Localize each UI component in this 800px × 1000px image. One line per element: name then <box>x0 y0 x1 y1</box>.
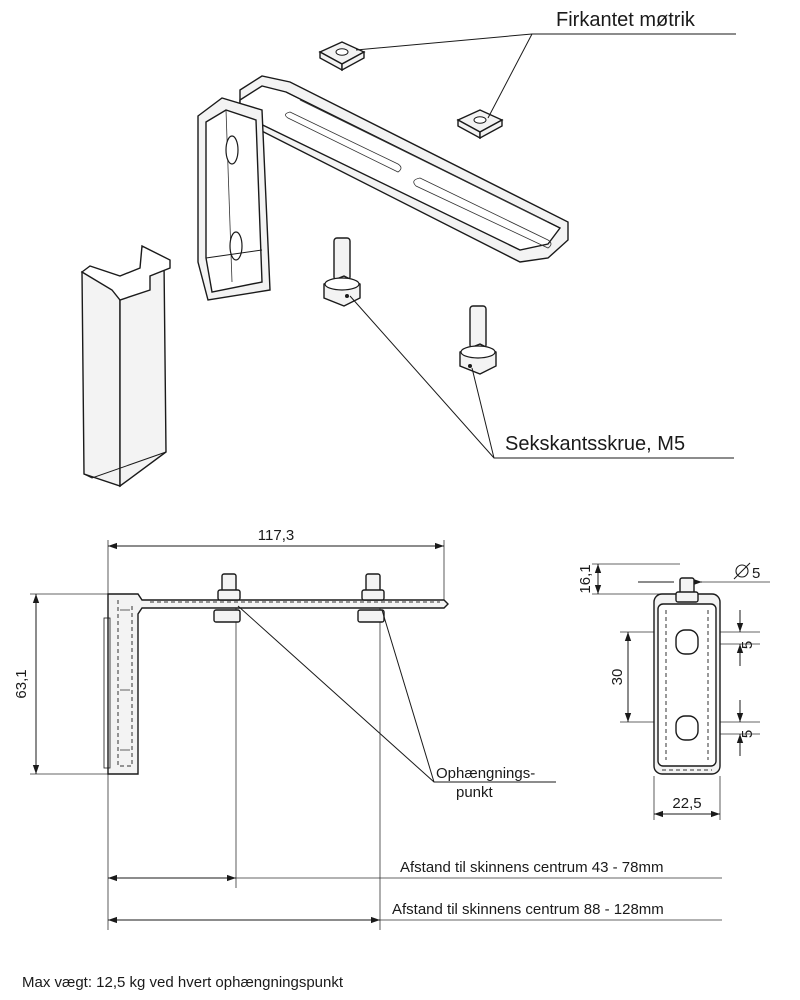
hex-screw-2 <box>459 305 497 375</box>
slot-upper-dimension: 5 <box>739 641 756 649</box>
square-nut-1 <box>318 41 366 72</box>
suspension-label-line2: punkt <box>456 784 494 801</box>
distance-short: Afstand til skinnens centrum 43 - 78mm <box>400 859 663 876</box>
front-view <box>592 563 770 820</box>
length-dimension: 117,3 <box>258 527 294 544</box>
suspension-label-line1: Ophængnings- <box>436 765 535 782</box>
height-dimension: 63,1 <box>13 669 30 698</box>
square-nut-2 <box>456 109 504 140</box>
cover-cap <box>80 244 171 488</box>
side-view <box>30 540 722 930</box>
side-screw-1 <box>213 573 241 623</box>
nut-leader-line <box>355 33 736 119</box>
bracket-arm <box>239 75 569 263</box>
square-nut-label: Firkantet møtrik <box>556 9 696 31</box>
top-offset-dimension: 16,1 <box>577 564 594 593</box>
exploded-view <box>80 33 736 488</box>
diameter-icon <box>733 562 751 580</box>
screw-leader-line <box>349 295 734 459</box>
hex-screw-1 <box>323 237 361 307</box>
width-dimension: 22,5 <box>672 795 701 812</box>
diameter-dimension: 5 <box>752 565 760 582</box>
max-weight-note: Max vægt: 12,5 kg ved hvert ophængningsp… <box>22 974 344 991</box>
hex-screw-label: Sekskantsskrue, M5 <box>505 433 685 455</box>
slot-lower-dimension: 5 <box>739 730 756 738</box>
bracket-plate <box>197 97 271 301</box>
slot-spacing-dimension: 30 <box>609 669 626 686</box>
side-screw-2 <box>357 573 385 623</box>
distance-long: Afstand til skinnens centrum 88 - 128mm <box>392 901 664 918</box>
